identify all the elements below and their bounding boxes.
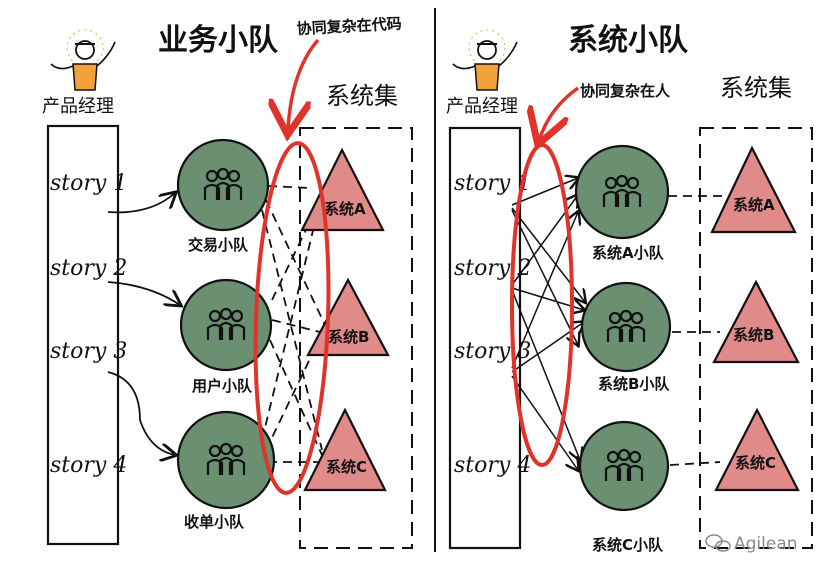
wechat-icon [705,534,731,552]
system-triangle [712,279,800,364]
system-set-label: 系统集 [326,82,398,110]
team-label: 交易小队 [188,236,249,254]
team-label: 系统A小队 [592,244,665,262]
panel-title: 业务小队 [158,23,279,58]
system-label: 系统B [733,326,774,344]
system-set-label: 系统集 [720,74,792,102]
team-label: 系统B小队 [598,375,670,393]
story-arrow [107,193,175,214]
story-4: story 4 [454,453,531,478]
story-2: story 2 [454,256,531,281]
system-2: 系统B [306,277,390,357]
team-circle [179,278,273,372]
system-set-box [299,127,413,549]
system-3: 系统C [303,407,387,492]
team-3: 系统C小队 [578,420,670,554]
story-1: story 1 [454,171,531,196]
system-1: 系统A [710,145,797,234]
story-column [448,126,522,550]
system-3: 系统C [714,407,800,492]
system-2: 系统B [712,279,800,364]
highlight-arrow [540,86,580,138]
system-label: 系统B [328,328,369,346]
story-2: story 2 [50,256,127,281]
team-2: 用户小队 [179,278,273,395]
system-label: 系统C [735,454,776,472]
panel-title: 系统小队 [568,23,689,58]
team-circle [176,138,270,232]
system-triangle [710,145,797,234]
team-circle [578,420,670,512]
team-system-links [668,195,722,466]
team-1: 交易小队 [176,138,270,254]
system-triangle [714,407,800,492]
watermark: Agilean [705,534,798,554]
story-arrow [107,281,180,305]
team-1: 系统A小队 [574,144,670,262]
system-triangle [303,407,387,492]
system-set-box [699,127,813,549]
pm-label: 产品经理 [446,96,518,117]
team-3: 收单小队 [176,410,276,531]
left-panel: 产品经理 业务小队 协同复杂在代码 系统集 story 1 story 2 st… [42,15,413,549]
story-4: story 4 [50,453,127,478]
team-label: 收单小队 [184,513,245,531]
watermark-text: Agilean [734,534,798,554]
team-circle [580,281,672,373]
pm-label: 产品经理 [42,96,114,117]
team-system-links [261,185,326,463]
team-2: 系统B小队 [580,281,672,393]
team-circle [176,410,276,510]
team-circle [574,144,670,240]
story-1: story 1 [50,171,127,196]
team-label: 用户小队 [192,377,253,395]
coordination-note: 协同复杂在人 [580,82,671,100]
product-manager-figure [452,29,518,91]
story-arrow [107,371,175,455]
team-label: 系统C小队 [592,536,664,554]
story-3: story 3 [50,339,127,364]
system-label: 系统C [326,458,367,476]
highlight-arrow [288,38,320,128]
right-panel: 产品经理 系统小队 协同复杂在人 系统集 story 1 story 2 sto… [446,23,813,554]
story-column [46,124,120,546]
coordination-note: 协同复杂在代码 [296,15,402,38]
system-label: 系统A [324,200,366,218]
product-manager-figure [50,29,116,91]
system-label: 系统A [733,196,775,214]
highlight-ellipse [253,141,331,495]
